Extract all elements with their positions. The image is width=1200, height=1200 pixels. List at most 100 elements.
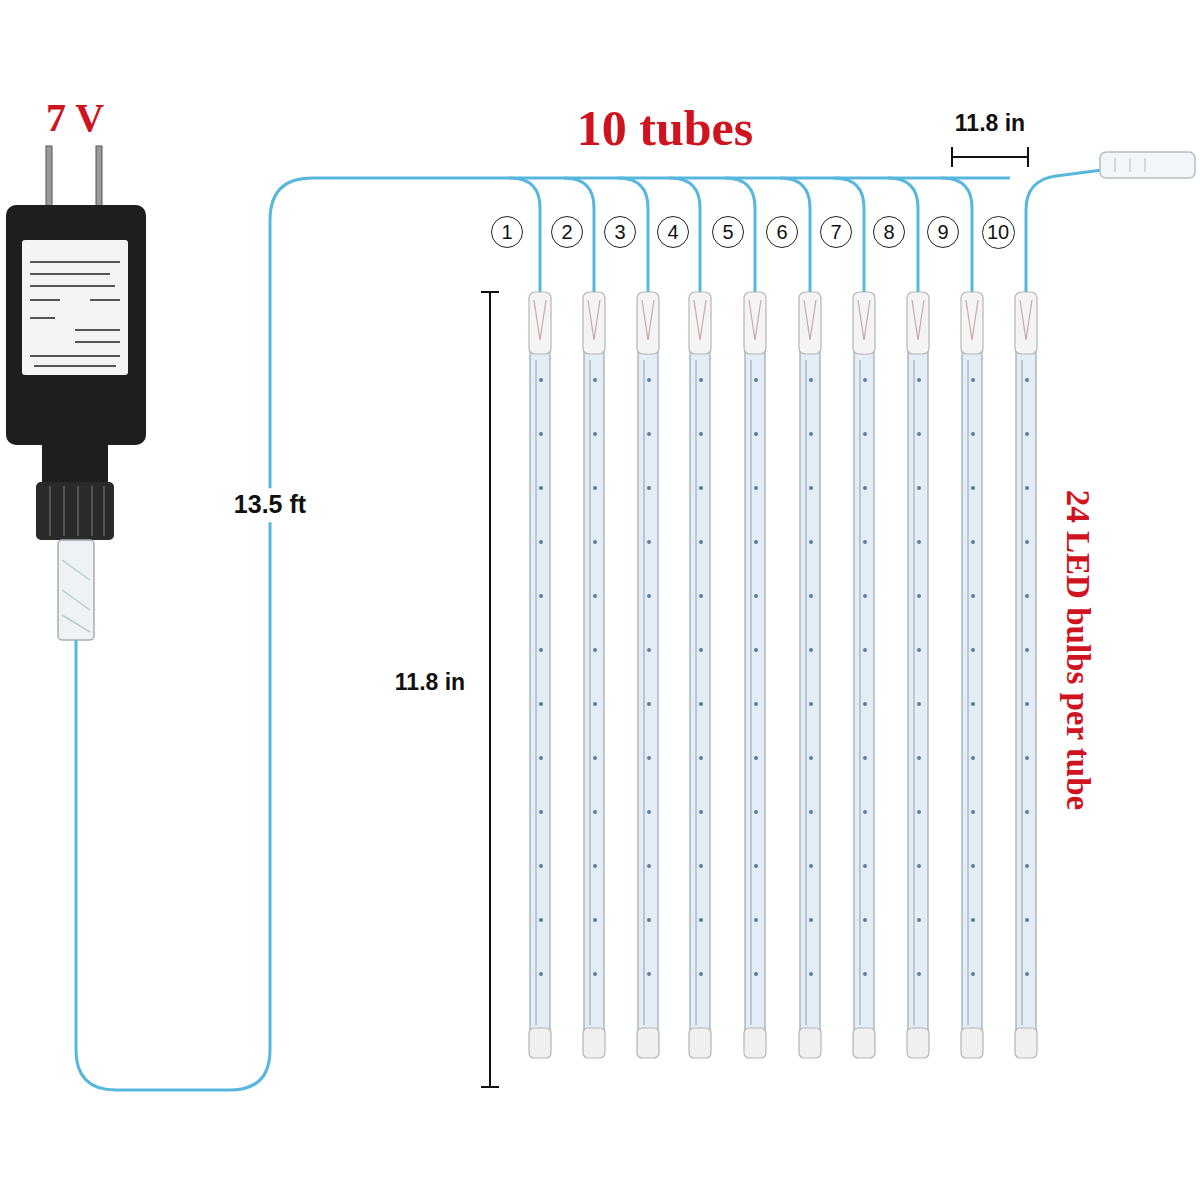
connector-nut: [36, 482, 114, 540]
tube-bottom-cap: [529, 1028, 551, 1058]
tube-top-cap: [907, 292, 929, 354]
led-dot: [539, 918, 543, 922]
led-dot: [699, 378, 703, 382]
led-dot: [863, 918, 867, 922]
led-dot: [1025, 486, 1029, 490]
led-dot: [699, 648, 703, 652]
led-dot: [699, 918, 703, 922]
tube-top-cap: [744, 292, 766, 354]
led-dot: [699, 810, 703, 814]
callout-number: 9: [937, 222, 948, 242]
tube-strip: [805, 360, 807, 1025]
led-dot: [863, 486, 867, 490]
led-dot: [593, 540, 597, 544]
tube-top-cap: [637, 292, 659, 354]
led-dot: [647, 972, 651, 976]
led-dot: [971, 594, 975, 598]
led-dot: [699, 702, 703, 706]
callout-number: 6: [776, 222, 787, 242]
callout-circle: 7: [820, 216, 852, 248]
callout-number: 7: [830, 222, 841, 242]
tube-top-cap: [529, 292, 551, 354]
led-dot: [593, 648, 597, 652]
led-dot: [971, 864, 975, 868]
led-dot: [971, 918, 975, 922]
led-dot: [647, 486, 651, 490]
led-dot: [754, 540, 758, 544]
led-tube: [961, 292, 983, 1058]
dimension-label: 11.8 in: [955, 111, 1025, 136]
led-dot: [971, 702, 975, 706]
callout-number: 10: [987, 222, 1009, 242]
tube-body: [745, 350, 765, 1032]
led-dot: [647, 648, 651, 652]
led-dot: [917, 378, 921, 382]
tube-strip: [1021, 360, 1023, 1025]
tube-body: [800, 350, 820, 1032]
led-dot: [754, 432, 758, 436]
led-dot: [917, 432, 921, 436]
led-dot: [1025, 378, 1029, 382]
led-dot: [971, 432, 975, 436]
tube-top-cap: [961, 292, 983, 354]
plug-prong: [46, 146, 52, 208]
led-tube: [744, 292, 766, 1058]
led-dot: [917, 594, 921, 598]
led-dot: [971, 486, 975, 490]
led-dot: [863, 702, 867, 706]
led-dot: [971, 972, 975, 976]
led-dot: [809, 594, 813, 598]
tube-bottom-cap: [583, 1028, 605, 1058]
tube-top-cap: [689, 292, 711, 354]
power-adapter: [6, 146, 146, 640]
led-dot: [971, 648, 975, 652]
led-dot: [754, 918, 758, 922]
adapter-neck: [42, 445, 108, 485]
tube-body: [638, 350, 658, 1032]
led-dot: [917, 972, 921, 976]
tube-strip: [589, 360, 591, 1025]
led-dot: [647, 864, 651, 868]
led-dot: [917, 864, 921, 868]
led-dot: [863, 432, 867, 436]
led-tube: [529, 292, 551, 1058]
led-dot: [539, 432, 543, 436]
led-dot: [593, 486, 597, 490]
led-dot: [647, 702, 651, 706]
led-dot: [809, 648, 813, 652]
led-tube: [1015, 292, 1037, 1058]
led-dot: [539, 540, 543, 544]
tube-wires: [510, 178, 972, 292]
led-dot: [539, 756, 543, 760]
tube-bottom-cap: [637, 1028, 659, 1058]
led-dot: [699, 432, 703, 436]
plug-prong: [96, 146, 102, 208]
led-dot: [754, 864, 758, 868]
led-dot: [917, 756, 921, 760]
led-dot: [754, 702, 758, 706]
tube-bottom-cap: [689, 1028, 711, 1058]
callout-number: 5: [722, 222, 733, 242]
led-dot: [593, 378, 597, 382]
led-tube: [689, 292, 711, 1058]
led-dot: [754, 648, 758, 652]
led-dot: [754, 594, 758, 598]
adapter-sticker: [22, 240, 128, 375]
tube-body: [1016, 350, 1036, 1032]
tube-top-cap: [853, 292, 875, 354]
led-dot: [809, 810, 813, 814]
dimension-label: 11.8 in: [395, 670, 465, 695]
led-dot: [863, 594, 867, 598]
led-dot: [647, 594, 651, 598]
led-dot: [754, 378, 758, 382]
tube-top-cap: [583, 292, 605, 354]
sticker-lines: [30, 262, 120, 366]
tube-body: [690, 350, 710, 1032]
led-dot: [809, 702, 813, 706]
led-dot: [1025, 972, 1029, 976]
led-dot: [1025, 918, 1029, 922]
dimension-lines: [481, 147, 1028, 1087]
led-tube: [583, 292, 605, 1058]
led-dot: [593, 810, 597, 814]
